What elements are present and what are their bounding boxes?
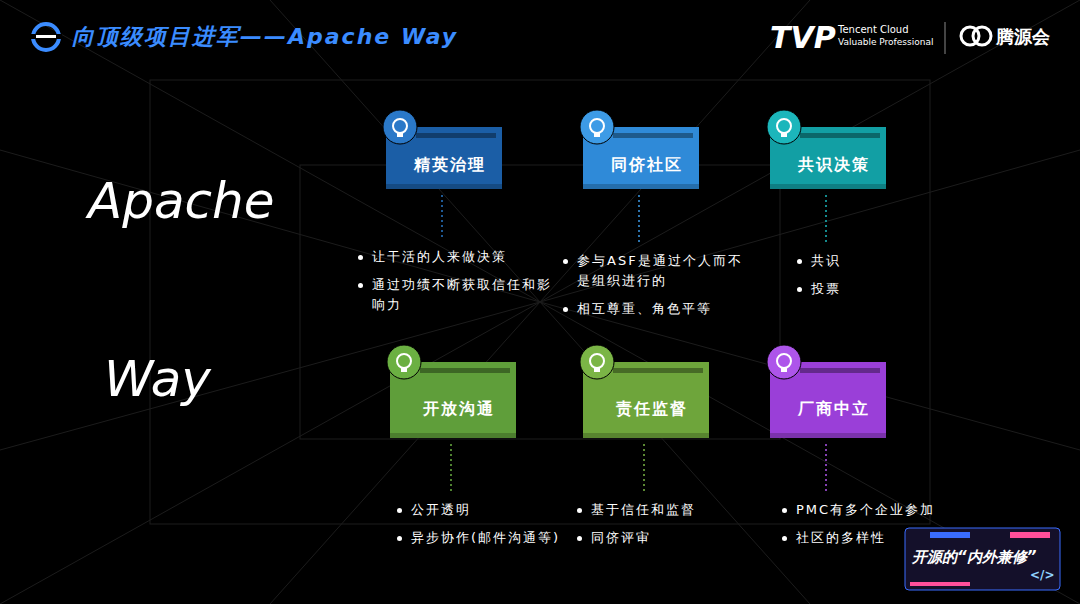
bullet-dot [797, 259, 802, 264]
bullet-text: 同侪评审 [591, 528, 761, 548]
logo-separator [945, 22, 946, 54]
bullet-dot [358, 283, 363, 288]
bullet-dot [563, 259, 568, 264]
bullet-dot [782, 536, 787, 541]
icon-glyph [393, 119, 407, 133]
icon-glyph [590, 354, 604, 368]
card-icon [579, 109, 615, 145]
card-heading: 责任监督 [616, 399, 688, 420]
brand-logo-text: TVP [770, 20, 836, 55]
bullet-dot [563, 307, 568, 312]
bullet-text: 异步协作(邮件沟通等) [411, 528, 561, 548]
tengyuanhui-logo [961, 27, 991, 45]
brand-subtext: Valuable Professional [838, 37, 933, 47]
bullet-dot [797, 287, 802, 292]
bullet-text: 参与ASF是通过个人而不是组织进行的 [577, 251, 752, 291]
bullet-text: 通过功绩不断获取信任和影响力 [372, 275, 552, 315]
leader-line [824, 444, 828, 492]
card: 共识决策共识投票 [770, 127, 886, 189]
icon-glyph [594, 368, 600, 372]
icon-circle [387, 345, 421, 379]
card-heading: 共识决策 [798, 155, 870, 176]
icon-glyph [397, 354, 411, 368]
icon-glyph [781, 368, 787, 372]
bullet-dot [397, 536, 402, 541]
card-heading: 厂商中立 [798, 399, 870, 420]
card-icon [386, 344, 422, 380]
leader-stroke [441, 195, 443, 239]
bullet-dot [577, 508, 582, 513]
big-word: Way [104, 350, 211, 408]
brand-name: 腾源会 [996, 25, 1050, 49]
card-tab [800, 133, 880, 138]
leader-line [824, 195, 828, 243]
bullet-dot [782, 508, 787, 513]
icon-glyph [777, 119, 791, 133]
bullet-dot [358, 255, 363, 260]
leader-stroke [825, 195, 827, 243]
icon-glyph [594, 133, 600, 137]
card-heading: 精英治理 [414, 155, 486, 176]
card-heading: 开放沟通 [423, 399, 495, 420]
leader-stroke [825, 444, 827, 492]
card-tab [613, 133, 693, 138]
badge-symbol: </> [1030, 568, 1055, 582]
card-tab [420, 368, 510, 373]
card-tab [800, 368, 880, 373]
icon-glyph [590, 119, 604, 133]
card-shadow [770, 184, 886, 189]
leader-stroke [638, 195, 640, 243]
bullet-text: 相互尊重、角色平等 [577, 299, 752, 319]
card: 精英治理让干活的人来做决策通过功绩不断获取信任和影响力 [386, 127, 502, 189]
brand-subtext: Tencent Cloud [838, 24, 909, 35]
bullet-text: 共识 [811, 251, 921, 271]
card-tab [416, 133, 496, 138]
card-heading: 同侪社区 [611, 155, 683, 176]
card-icon [766, 109, 802, 145]
icon-glyph [401, 368, 407, 372]
badge-title: 开源的“内外兼修” [912, 548, 1036, 567]
leader-line [440, 195, 444, 239]
bullet-text: 公开透明 [411, 500, 561, 520]
big-word: Apache [88, 172, 275, 230]
card-shadow [770, 433, 886, 438]
icon-circle [580, 110, 614, 144]
card-shadow [583, 433, 709, 438]
card: 同侪社区参与ASF是通过个人而不是组织进行的相互尊重、角色平等 [583, 127, 699, 189]
icon-glyph [777, 354, 791, 368]
card-shadow [390, 433, 516, 438]
card: 开放沟通公开透明异步协作(邮件沟通等) [390, 362, 516, 438]
icon-circle [580, 345, 614, 379]
leader-line [449, 444, 453, 492]
card: 厂商中立PMC有多个企业参加社区的多样性 [770, 362, 886, 438]
bullet-dot [577, 536, 582, 541]
bullet-text: PMC有多个企业参加 [796, 500, 976, 520]
card-tab [613, 368, 703, 373]
corner-badge [905, 528, 1060, 590]
title-logo [30, 24, 62, 50]
icon-glyph [397, 133, 403, 137]
leader-line [642, 444, 646, 492]
leader-stroke [450, 444, 452, 492]
bullet-text: 投票 [811, 279, 921, 299]
slide-title: 向顶级项目进军——Apache Way [72, 22, 458, 52]
card-icon [382, 109, 418, 145]
icon-glyph [781, 133, 787, 137]
icon-circle [383, 110, 417, 144]
leader-stroke [643, 444, 645, 492]
icon-circle [767, 345, 801, 379]
leader-line [637, 195, 641, 243]
card: 责任监督基于信任和监督同侪评审 [583, 362, 709, 438]
card-icon [579, 344, 615, 380]
card-shadow [583, 184, 699, 189]
card-icon [766, 344, 802, 380]
icon-circle [767, 110, 801, 144]
bullet-text: 社区的多样性 [796, 528, 976, 548]
card-shadow [386, 184, 502, 189]
bullet-dot [397, 508, 402, 513]
bullet-text: 基于信任和监督 [591, 500, 761, 520]
bullet-text: 让干活的人来做决策 [372, 247, 552, 267]
